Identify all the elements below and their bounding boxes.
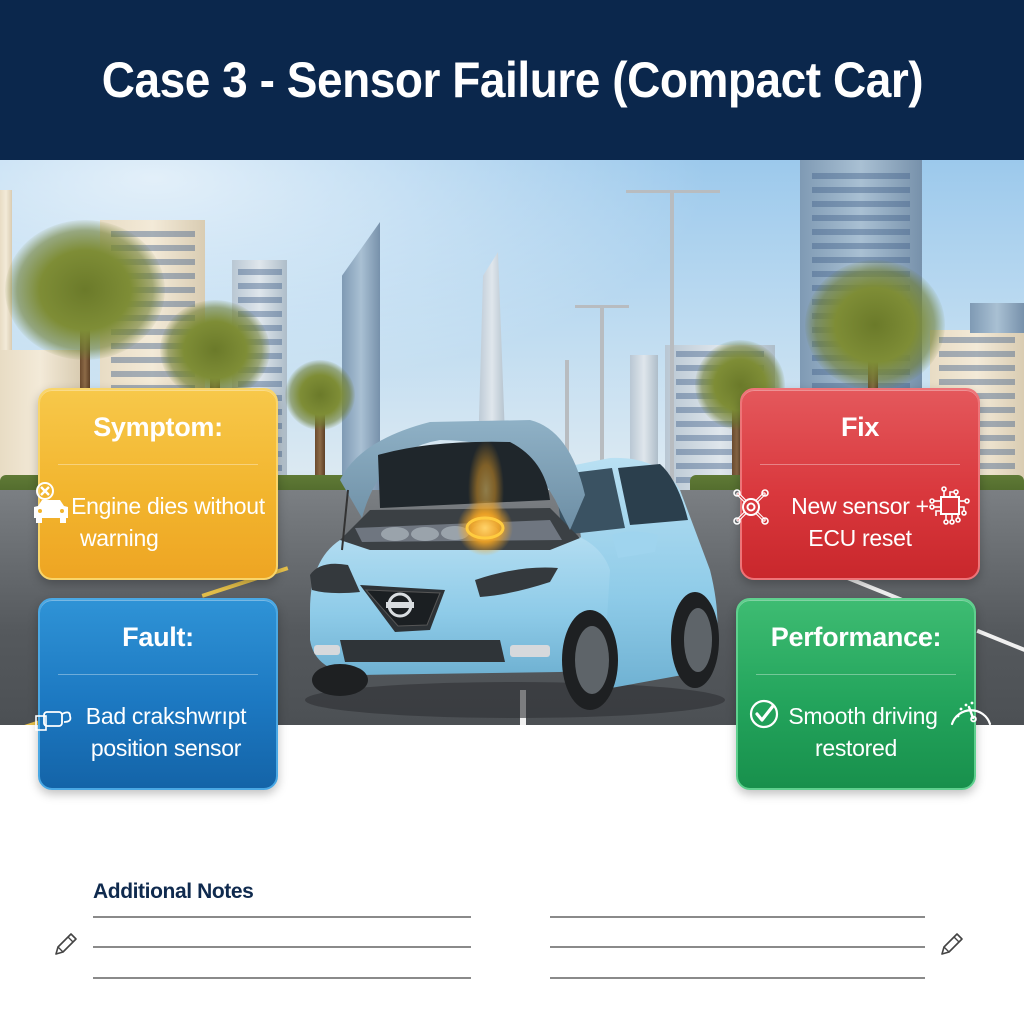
check-circle-icon: [749, 699, 779, 729]
lane-marking: [976, 628, 1024, 656]
symptom-line-1: Engine dies without: [71, 493, 265, 519]
palm-trunk: [80, 280, 90, 490]
note-line-right-3[interactable]: [550, 977, 925, 979]
fix-card: Fix New sensor + ECU reset: [733, 388, 980, 580]
palm-leaves: [5, 220, 165, 360]
fix-line-1: New sensor +: [791, 493, 929, 519]
fix-line-2: ECU reset: [808, 525, 912, 551]
performance-line-2: restored: [815, 735, 897, 761]
speedometer-icon: [950, 701, 992, 726]
page-title: Case 3 - Sensor Failure (Compact Car): [101, 52, 923, 108]
palm-trunk: [732, 380, 742, 490]
street-lamp: [565, 360, 569, 490]
performance-text: Smooth driving restored: [738, 700, 974, 764]
fault-line-2: position sensor: [90, 735, 242, 761]
street-lamp: [670, 190, 674, 490]
note-line-right-2[interactable]: [550, 946, 925, 948]
symptom-title: Symptom:: [93, 412, 223, 442]
symptom-text: Engine dies without warning: [40, 490, 276, 554]
street-lamp: [600, 305, 604, 485]
car-image: [305, 420, 725, 718]
note-line-right-1[interactable]: [550, 916, 925, 918]
note-line-left-3[interactable]: [93, 977, 471, 979]
lamp-arm: [575, 305, 629, 308]
pencil-icon: [55, 933, 77, 955]
header-banner: Case 3 - Sensor Failure (Compact Car): [0, 0, 1024, 160]
sensor-plug-icon: [35, 711, 72, 731]
card-divider: [760, 464, 960, 465]
fault-title: Fault:: [122, 622, 194, 652]
car-stall-icon: [34, 482, 68, 523]
fix-text: New sensor + ECU reset: [742, 490, 978, 554]
palm-leaves: [805, 260, 945, 390]
performance-card: Performance: Smooth driving restored: [736, 598, 992, 790]
notes-title: Additional Notes: [93, 880, 254, 903]
pencil-icon: [941, 933, 963, 955]
sensor-part-icon: [733, 489, 769, 525]
palm-trunk: [315, 390, 325, 490]
performance-title: Performance:: [770, 622, 942, 652]
performance-line-1: Smooth driving: [788, 703, 938, 729]
fault-text: Bad crakshwrıpt position sensor: [40, 700, 276, 764]
lamp-arm: [626, 190, 720, 193]
symptom-line-2: warning: [80, 525, 159, 551]
note-line-left-2[interactable]: [93, 946, 471, 948]
palm-leaves: [285, 360, 355, 430]
card-divider: [58, 464, 258, 465]
card-divider: [756, 674, 956, 675]
ecu-chip-icon: [929, 486, 970, 525]
card-divider: [58, 674, 258, 675]
fault-card: Fault: Bad crakshwrıpt position sensor: [35, 598, 278, 790]
symptom-card: Symptom: Engine dies without warning: [34, 388, 278, 580]
palm-leaves: [160, 300, 270, 400]
note-line-left-1[interactable]: [93, 916, 471, 918]
building: [970, 303, 1024, 333]
fault-line-1: Bad crakshwrıpt: [85, 703, 247, 729]
fix-title: Fix: [840, 412, 880, 442]
